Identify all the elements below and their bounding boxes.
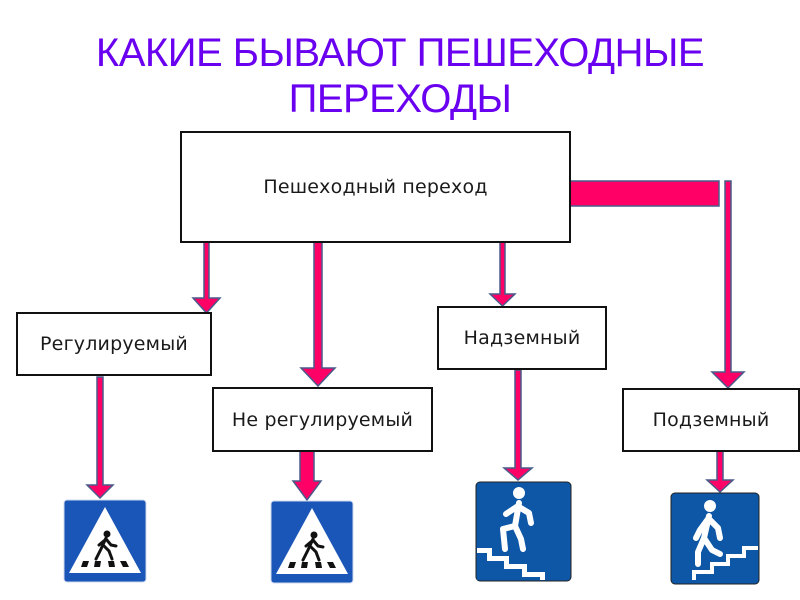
arrow-underground-to-sign (705, 450, 735, 494)
connector-bar-to-underground (568, 180, 720, 207)
pedestrian-crossing-sign-icon (270, 500, 354, 584)
arrow-root-to-regulated (191, 241, 222, 315)
arrow-root-to-unregulated (299, 241, 337, 388)
arrow-root-to-underground (710, 180, 746, 390)
node-regulated-label: Регулируемый (40, 333, 188, 355)
page-title-line-2: ПЕРЕХОДЫ (288, 77, 512, 121)
node-overground: Надземный (437, 306, 607, 370)
arrow-overground-to-sign (501, 369, 535, 481)
arrow-unregulated-to-sign (291, 450, 323, 502)
pedestrian-crossing-sign-icon (63, 499, 147, 583)
node-underground-label: Подземный (652, 409, 770, 431)
root-node: Пешеходный переход (180, 131, 571, 243)
node-underground: Подземный (622, 388, 800, 452)
page-title-line-1: КАКИЕ БЫВАЮТ ПЕШЕХОДНЫЕ (95, 31, 705, 75)
underground-crossing-sign-icon (670, 492, 760, 585)
node-unregulated: Не регулируемый (212, 387, 433, 452)
arrow-regulated-to-sign (85, 376, 115, 500)
node-unregulated-label: Не регулируемый (231, 408, 414, 431)
node-overground-label: Надземный (463, 327, 581, 349)
overground-crossing-sign-icon (475, 481, 572, 582)
arrow-root-to-overground (488, 241, 517, 308)
root-node-label: Пешеходный переход (263, 176, 488, 198)
node-regulated: Регулируемый (16, 312, 212, 376)
